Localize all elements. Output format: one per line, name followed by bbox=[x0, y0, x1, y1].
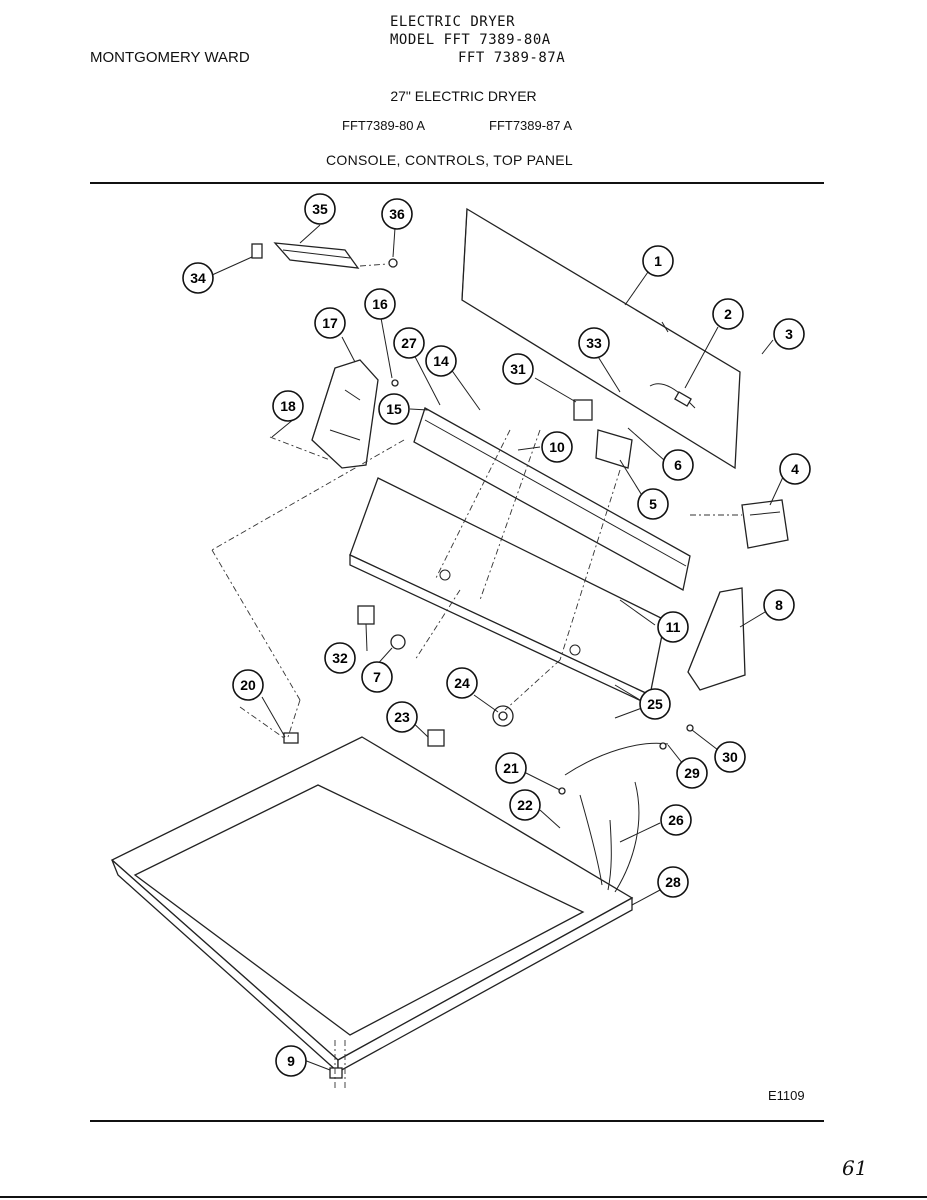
header-product: ELECTRIC DRYER bbox=[390, 14, 516, 30]
svg-text:26: 26 bbox=[668, 812, 684, 828]
callout-10: 10 bbox=[541, 431, 573, 463]
callout-25: 25 bbox=[639, 688, 671, 720]
svg-text:15: 15 bbox=[386, 401, 402, 417]
callout-35: 35 bbox=[304, 193, 336, 225]
page-edge-rule bbox=[0, 1196, 927, 1198]
callout-32: 32 bbox=[324, 642, 356, 674]
svg-text:4: 4 bbox=[791, 461, 799, 477]
callout-14: 14 bbox=[425, 345, 457, 377]
callout-11: 11 bbox=[657, 611, 689, 643]
svg-text:10: 10 bbox=[549, 439, 565, 455]
svg-text:27: 27 bbox=[401, 335, 417, 351]
svg-text:31: 31 bbox=[510, 361, 526, 377]
callout-4: 4 bbox=[779, 453, 811, 485]
model-number-a: FFT7389-80 A bbox=[342, 118, 426, 133]
brand-name: MONTGOMERY WARD bbox=[90, 49, 250, 66]
knobs bbox=[357, 605, 514, 747]
svg-text:24: 24 bbox=[454, 675, 470, 691]
callout-27: 27 bbox=[393, 327, 425, 359]
svg-text:28: 28 bbox=[665, 874, 681, 890]
callout-3: 3 bbox=[773, 318, 805, 350]
svg-text:11: 11 bbox=[666, 619, 681, 635]
end-cap-bracket bbox=[251, 242, 398, 269]
wire-harness bbox=[649, 383, 696, 409]
header-model-a: MODEL FFT 7389-80A bbox=[390, 32, 551, 48]
console-top-trim bbox=[413, 407, 691, 591]
svg-text:17: 17 bbox=[322, 315, 338, 331]
svg-text:21: 21 bbox=[503, 760, 519, 776]
alignment-lines bbox=[211, 429, 621, 1090]
svg-text:23: 23 bbox=[394, 709, 410, 725]
callout-34: 34 bbox=[182, 262, 214, 294]
callout-8: 8 bbox=[763, 589, 795, 621]
callout-26: 26 bbox=[660, 804, 692, 836]
right-end-cap bbox=[687, 587, 746, 691]
callout-23: 23 bbox=[386, 701, 418, 733]
callout-29: 29 bbox=[676, 757, 708, 789]
svg-text:29: 29 bbox=[684, 765, 700, 781]
callout-28: 28 bbox=[657, 866, 689, 898]
diagram-code: E1109 bbox=[768, 1088, 805, 1103]
svg-text:33: 33 bbox=[586, 335, 602, 351]
callout-20: 20 bbox=[232, 669, 264, 701]
svg-text:35: 35 bbox=[312, 201, 328, 217]
callout-33: 33 bbox=[578, 327, 610, 359]
callout-31: 31 bbox=[502, 353, 534, 385]
callout-30: 30 bbox=[714, 741, 746, 773]
callout-22: 22 bbox=[509, 789, 541, 821]
svg-text:36: 36 bbox=[389, 206, 405, 222]
svg-text:16: 16 bbox=[372, 296, 388, 312]
control-switches bbox=[573, 399, 633, 469]
svg-text:6: 6 bbox=[674, 457, 682, 473]
callout-2: 2 bbox=[712, 298, 744, 330]
svg-text:3: 3 bbox=[785, 326, 793, 342]
callout-17: 17 bbox=[314, 307, 346, 339]
svg-text:25: 25 bbox=[647, 696, 663, 712]
svg-text:2: 2 bbox=[724, 306, 732, 322]
svg-text:5: 5 bbox=[649, 496, 657, 512]
callout-1: 1 bbox=[642, 245, 674, 277]
top-panel bbox=[110, 736, 634, 1074]
timer bbox=[690, 499, 789, 549]
wiring-leads bbox=[558, 724, 694, 893]
left-end-cap bbox=[311, 359, 399, 469]
svg-text:32: 32 bbox=[332, 650, 348, 666]
svg-text:18: 18 bbox=[280, 398, 296, 414]
callout-5: 5 bbox=[637, 488, 669, 520]
callout-16: 16 bbox=[364, 288, 396, 320]
model-number-b: FFT7389-87 A bbox=[489, 118, 573, 133]
section-title: CONSOLE, CONTROLS, TOP PANEL bbox=[326, 152, 573, 168]
svg-text:30: 30 bbox=[722, 749, 738, 765]
callout-36: 36 bbox=[381, 198, 413, 230]
console-front-panel bbox=[349, 477, 666, 719]
top-divider bbox=[90, 182, 824, 184]
page-title: 27" ELECTRIC DRYER bbox=[390, 88, 537, 104]
screws bbox=[283, 732, 343, 1079]
svg-text:1: 1 bbox=[654, 253, 662, 269]
svg-text:14: 14 bbox=[433, 353, 449, 369]
callout-15: 15 bbox=[378, 393, 410, 425]
svg-text:20: 20 bbox=[240, 677, 256, 693]
header-model-b: FFT 7389-87A bbox=[458, 50, 566, 66]
svg-text:7: 7 bbox=[373, 669, 381, 685]
page-number: 61 bbox=[842, 1156, 868, 1180]
bottom-divider bbox=[90, 1120, 824, 1122]
callout-24: 24 bbox=[446, 667, 478, 699]
svg-text:34: 34 bbox=[190, 270, 206, 286]
callout-21: 21 bbox=[495, 752, 527, 784]
svg-text:9: 9 bbox=[287, 1053, 295, 1069]
callout-7: 7 bbox=[361, 661, 393, 693]
svg-text:22: 22 bbox=[517, 797, 533, 813]
svg-text:8: 8 bbox=[775, 597, 783, 613]
callout-9: 9 bbox=[275, 1045, 307, 1077]
callout-18: 18 bbox=[272, 390, 304, 422]
callout-6: 6 bbox=[662, 449, 694, 481]
